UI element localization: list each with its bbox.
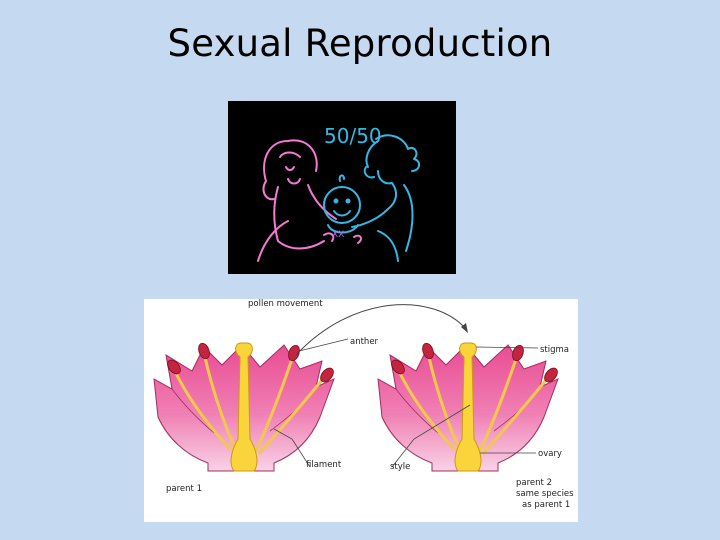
label-parent-2-same-species: same species: [516, 489, 574, 499]
family-cartoon-image: 50/50 XX: [228, 101, 456, 274]
label-stigma: stigma: [540, 345, 569, 355]
label-anther: anther: [350, 337, 379, 347]
flower-pollination-diagram: pollen movement anther stigma filament s…: [144, 299, 578, 522]
label-parent-2-as-parent-1: as parent 1: [522, 500, 570, 510]
label-filament: filament: [306, 460, 342, 470]
chromosome-label: XX: [332, 230, 344, 240]
label-style: style: [390, 462, 410, 472]
label-parent-1: parent 1: [166, 484, 202, 494]
label-pollen-movement: pollen movement: [248, 299, 323, 309]
label-parent-2: parent 2: [516, 478, 552, 488]
label-ovary: ovary: [538, 449, 562, 459]
slide-title: Sexual Reproduction: [0, 22, 720, 65]
